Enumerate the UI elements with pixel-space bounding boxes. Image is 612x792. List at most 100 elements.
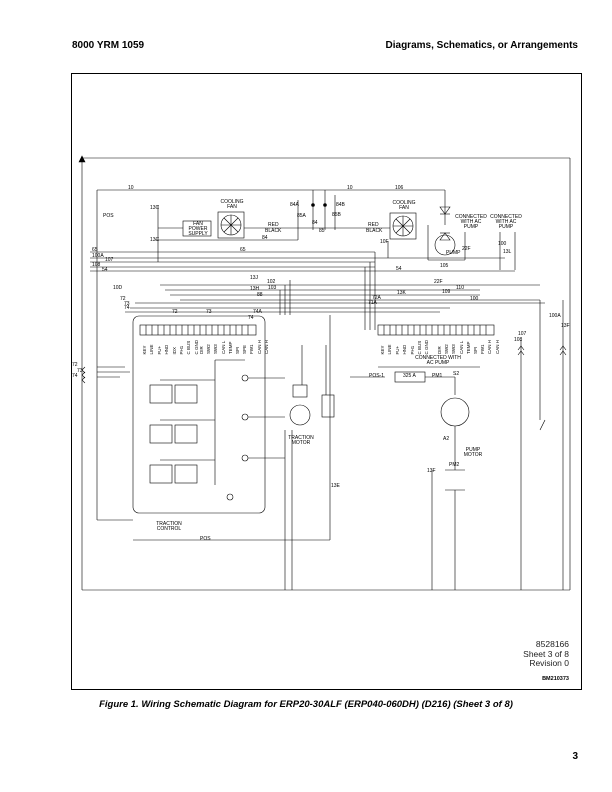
terminal-label: LINE [387,344,393,355]
terminal-label: C BUS [416,340,422,355]
label-pos1: POS-1 [369,373,385,379]
label-w13j: 13J [250,275,259,281]
terminal-label: FU+ [394,345,400,355]
label-w10: 10 [128,185,134,191]
terminal-label: KEY [142,345,147,355]
label-w107: 107 [105,257,114,263]
traction-connector-pins [145,325,249,335]
terminal-label: SW2 [444,344,450,355]
terminal-label: LINE [149,344,155,355]
page-number: 3 [572,751,578,762]
label-fuse: 325 A [403,373,416,379]
label-w102: 102 [267,279,276,285]
terminal-label: C GND [424,340,430,355]
arrow-head [78,155,86,163]
terminal-label: SW3 [451,344,457,355]
label-w85b: 85B [332,212,341,218]
label-w65-mid: 65 [240,247,246,253]
label-w84a: 84A [290,202,299,208]
label-w74-pin: 74 [72,373,78,379]
label-pm1: PM1 [432,373,443,379]
label-w73-pin: 73 [77,368,83,374]
label-traction-control: TRACTION CONTROL [156,521,182,532]
label-traction-motor: TRACTION MOTOR [288,435,314,446]
terminal-label: DIR [437,346,442,355]
terminal-label: HND [402,344,408,355]
label-cooling-fan-right: COOLING FAN [392,200,416,211]
label-w107-right: 107 [518,331,527,337]
doc-revision: Revision 0 [529,658,569,668]
label-w73: 73 [206,309,212,315]
label-cooling-fan-left: COOLING FAN [220,199,244,210]
label-w85: 85 [319,228,325,234]
label-w54-right: 54 [396,266,402,272]
label-w72a: 72A [372,295,381,301]
terminal-label: PH1 [409,345,415,355]
terminal-label: PH1 [178,345,184,355]
diode-top [439,206,451,215]
label-w108: 108 [92,262,101,268]
label-w71a: 71A [368,300,377,306]
label-w74-left: 74 [124,305,130,311]
label-w13f-2: 13F [427,468,436,474]
pump-connector-pins [383,325,487,335]
cooling-fan-right-box [389,212,417,240]
terminal-label: DIR [199,346,204,355]
label-connected-pump-3: CONNECTED WITH AC PUMP [415,355,461,366]
label-w100-2: 100 [470,296,479,302]
figure-id: BM210373 [542,676,569,682]
terminal-label: SPE [242,345,248,355]
label-fan-power-supply: FAN POWER SUPPLY [188,221,208,237]
label-connected-pump-2: CONNECTED WITH AC PUMP [490,214,522,230]
cooling-fan-left-box [217,211,245,239]
figure-caption: Figure 1. Wiring Schematic Diagram for E… [99,699,513,710]
label-w100a-right: 100A [549,313,561,319]
label-w85a: 85A [297,213,306,219]
label-w13c-2: 13C [150,237,160,243]
terminal-label: FU+ [156,345,162,355]
label-w13l: 13L [503,249,512,255]
label-w105: 105 [440,263,449,269]
terminal-label: C GND [193,340,199,355]
pump-terminal-labels-2: DIR SW2 SW3 CAN L TEMP SPI FW1 CAN H CAN… [437,340,500,354]
label-w54: 54 [102,267,108,273]
label-red-left: RED [268,222,279,228]
label-w22f-2: 22F [434,279,443,285]
terminal-label: C BUS [186,340,192,355]
pump-connector-strip [377,324,495,336]
label-black-left: BLACK [265,228,282,234]
terminal-label: SW3 [213,344,219,355]
terminal-label: SW2 [206,344,212,355]
terminal-label: CAN H [263,340,269,355]
label-connected-pump-1: CONNECTED WITH AC PUMP [455,214,487,230]
label-w74: 74 [248,315,254,321]
terminal-label: CAN L [220,340,226,355]
label-w65: 65 [92,247,98,253]
label-w108-right: 108 [514,337,523,343]
label-w13c: 13C [150,205,160,211]
label-w109: 109 [442,289,451,295]
doc-info-block: 8528166 Sheet 3 of 8 Revision 0 [523,639,569,669]
terminal-label: HND [164,344,170,355]
label-w106: 106 [395,185,404,191]
label-w88: 88 [257,292,263,298]
traction-bridge [149,360,216,485]
traction-motor-symbol [289,404,311,426]
terminal-label: TEMP [227,341,233,355]
label-w100a: 100A [92,253,104,259]
terminal-label: FW1 [480,344,486,355]
label-w13k: 13K [397,290,406,296]
label-w103: 103 [268,285,277,291]
label-w73-left: 73 [124,301,130,307]
label-w13f: 13F [561,323,570,329]
header-doc-number: 8000 YRM 1059 [72,40,145,51]
label-w72-pin: 72 [72,362,78,368]
pump-terminal-labels: KEY LINE FU+ HND PH1 C BUS C GND [380,340,429,355]
terminal-label: FW1 [249,344,255,355]
terminal-label: KEY [380,345,385,355]
traction-terminal-labels: KEY LINE FU+ HND IDX PH1 C BUS C GND [142,340,199,355]
terminal-label: TEMP [465,341,471,355]
doc-sheet: Sheet 3 of 8 [523,648,569,659]
